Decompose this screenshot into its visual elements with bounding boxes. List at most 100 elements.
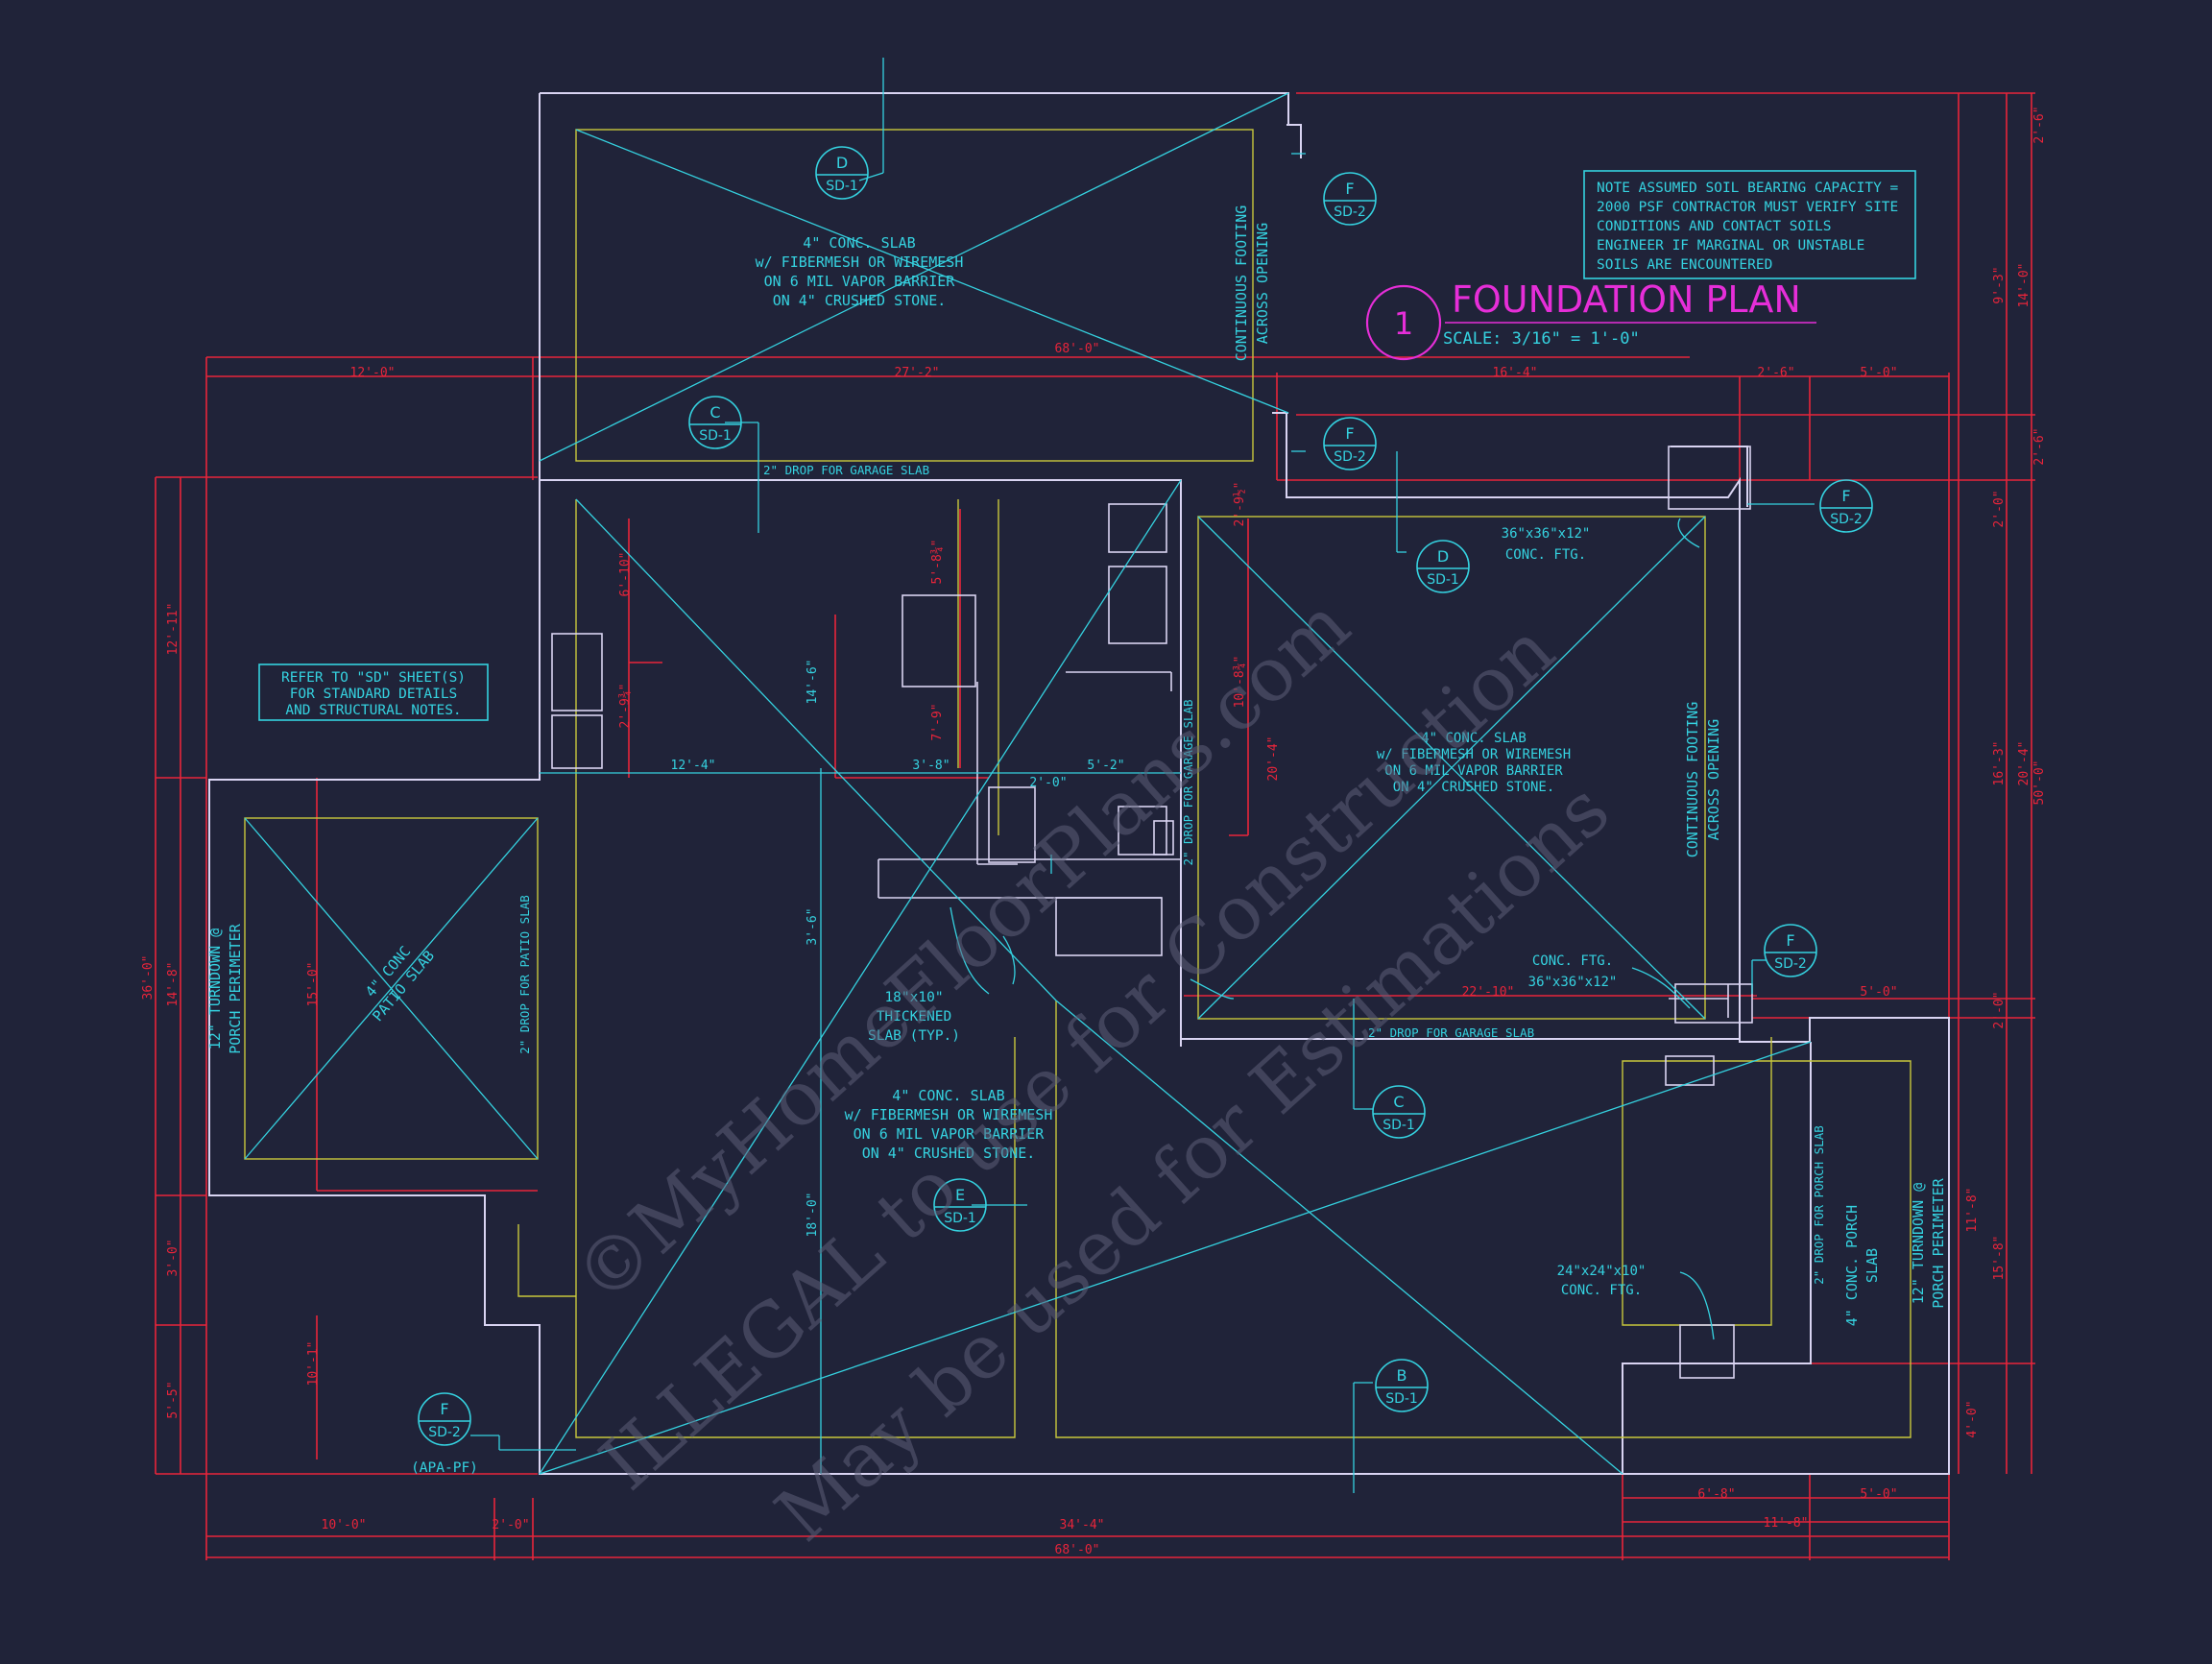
slab-note-top: 4" CONC. SLAB w/ FIBERMESH OR WIREMESH O… — [756, 234, 964, 309]
detail-tag-sheet: SD-2 — [1774, 956, 1807, 972]
detail-tag-letter: D — [1437, 547, 1449, 566]
dim-l-12-11: 12'-11" — [166, 603, 180, 656]
detail-tag-f-right: F SD-2 — [1819, 479, 1873, 533]
turndown-right-1: 12" TURNDOWN @ — [1910, 1183, 1927, 1304]
dim-bot-68-0: 68'-0" — [1055, 1543, 1100, 1557]
dim-bot-5-0: 5'-0" — [1860, 1487, 1897, 1502]
dim-in-3-6: 3'-6" — [805, 907, 820, 945]
dim-in-2-0: 2'-0" — [1029, 776, 1067, 790]
page-title: FOUNDATION PLAN — [1452, 278, 1801, 321]
detail-tag-letter: E — [955, 1186, 965, 1204]
dim-r-20-4: 20'-4" — [2017, 741, 2032, 786]
footing-lines — [244, 129, 1911, 1438]
dim-r-50-0: 50'-0" — [2032, 760, 2047, 806]
soil-note-line-5: SOILS ARE ENCOUNTERED — [1597, 257, 1772, 273]
dim-in-3-8: 3'-8" — [912, 759, 950, 773]
slab-note-bottom: 4" CONC. SLAB w/ FIBERMESH OR WIREMESH O… — [845, 1087, 1053, 1162]
detail-tag-letter: F — [1841, 487, 1850, 505]
dim-bot-11-8: 11'-8" — [1764, 1516, 1809, 1531]
dim-r-14-0: 14'-0" — [2017, 263, 2032, 308]
dim-in-2-9: 2'-9¾" — [618, 684, 633, 729]
plan-labels: 2" DROP FOR GARAGE SLAB 2" DROP FOR GARA… — [411, 463, 1646, 1476]
dim-in-20-4: 20'-4" — [1266, 736, 1281, 782]
detail-tags: D SD-1 F SD-2 C SD-1 F SD-2 F SD-2 D SD-… — [418, 146, 1873, 1446]
dim-bot-34-4: 34'-4" — [1060, 1518, 1105, 1532]
dim-in-6-10: 6'-10" — [618, 552, 633, 597]
garage-drop-label-vertical: 2" DROP FOR GARAGE SLAB — [1181, 699, 1195, 865]
ftg-36c-label: CONC. FTG. — [1532, 953, 1613, 969]
dim-l-14-8: 14'-8" — [166, 962, 180, 1007]
detail-tag-letter: B — [1397, 1366, 1407, 1385]
ftg-24-label: CONC. FTG. — [1561, 1283, 1642, 1298]
detail-tag-b: B SD-1 — [1375, 1359, 1429, 1412]
dim-r-9-3: 9'-3" — [1992, 266, 2007, 303]
dim-in-5-0: 5'-0" — [1860, 985, 1897, 1000]
slab-note-top-1: 4" CONC. SLAB — [803, 234, 915, 252]
dim-in-14-6: 14'-6" — [805, 660, 820, 705]
dim-in-5-8: 5'-8¾" — [930, 540, 945, 585]
detail-tag-sheet: SD-2 — [1334, 205, 1366, 220]
detail-tag-d-top: D SD-1 — [815, 146, 869, 200]
sd-sheet-note: REFER TO "SD" SHEET(S) FOR STANDARD DETA… — [258, 663, 489, 721]
scale-label: SCALE: 3/16" = 1'-0" — [1443, 329, 1640, 349]
detail-tag-sheet: SD-1 — [944, 1211, 976, 1226]
interior-partitions — [551, 446, 1753, 1379]
dim-r-16-3: 16'-3" — [1992, 741, 2007, 786]
dim-top-2-6: 2'-6" — [1757, 366, 1794, 380]
dim-in-5-2: 5'-2" — [1087, 759, 1124, 773]
garage-drop-label-bottom: 2" DROP FOR GARAGE SLAB — [1368, 1025, 1534, 1040]
detail-tag-c-lower: C SD-1 — [1372, 1085, 1426, 1139]
slab-note-bottom-3: ON 6 MIL VAPOR BARRIER — [854, 1125, 1046, 1143]
dim-bot-10-0: 10'-0" — [322, 1518, 367, 1532]
dim-top-16-4: 16'-4" — [1493, 366, 1538, 380]
dim-r-2-0b: 2'-0" — [1992, 991, 2007, 1028]
porch-slab-1: 4" CONC. PORCH — [1843, 1205, 1861, 1326]
slab-note-right-4: ON 4" CRUSHED STONE. — [1393, 780, 1555, 795]
soil-bearing-note: NOTE ASSUMED SOIL BEARING CAPACITY = 200… — [1583, 170, 1916, 279]
slab-note-top-2: w/ FIBERMESH OR WIREMESH — [756, 253, 964, 271]
porch-slab-2: SLAB — [1863, 1248, 1881, 1283]
dimension-text-vertical: 2'-6" 9'-3" 14'-0" 2'-6" 2'-0" 16'-3" 20… — [141, 106, 2047, 1437]
slab-note-bottom-2: w/ FIBERMESH OR WIREMESH — [845, 1106, 1053, 1123]
dim-top-5-0: 5'-0" — [1860, 366, 1897, 380]
ftg-36-label: CONC. FTG. — [1505, 547, 1586, 563]
detail-tag-sheet: SD-2 — [1830, 512, 1863, 527]
turndown-left-2: PORCH PERIMETER — [227, 923, 244, 1053]
detail-tag-letter: F — [1345, 180, 1354, 198]
dim-in-15-0: 15'-0" — [306, 962, 321, 1007]
slab-note-top-3: ON 6 MIL VAPOR BARRIER — [764, 273, 956, 290]
slab-note-right-2: w/ FIBERMESH OR WIREMESH — [1377, 747, 1571, 762]
soil-note-line-2: 2000 PSF CONTRACTOR MUST VERIFY SITE — [1597, 200, 1898, 215]
turndown-left-1: 12" TURNDOWN @ — [206, 928, 224, 1049]
detail-tag-letter: F — [1345, 424, 1354, 443]
title-number-circle — [1365, 284, 1442, 361]
dim-bot-6-8: 6'-8" — [1697, 1487, 1735, 1502]
detail-tag-f-mid: F SD-2 — [1323, 417, 1377, 470]
continuous-footing-top-2: ACROSS OPENING — [1254, 223, 1271, 344]
dimension-text: 12'-0" 27'-2" 68'-0" 16'-4" 2'-6" 5'-0" … — [322, 342, 1898, 1557]
ftg-24-size: 24"x24"x10" — [1557, 1264, 1647, 1279]
slab-note-bottom-4: ON 4" CRUSHED STONE. — [862, 1145, 1036, 1162]
title-block: 1 FOUNDATION PLAN SCALE: 3/16" = 1'-0" — [1365, 278, 1816, 361]
dim-in-7-9: 7'-9" — [930, 703, 945, 740]
detail-tag-f-lower: F SD-2 — [1764, 924, 1817, 977]
soil-note-line-1: NOTE ASSUMED SOIL BEARING CAPACITY = — [1597, 181, 1899, 196]
detail-tag-letter: F — [440, 1400, 448, 1418]
ftg-36-size: 36"x36"x12" — [1502, 526, 1591, 542]
slab-note-bottom-1: 4" CONC. SLAB — [892, 1087, 1004, 1104]
title-number: 1 — [1394, 305, 1413, 342]
thickened-slab-2: THICKENED — [877, 1009, 952, 1025]
detail-tag-f-top: F SD-2 — [1323, 172, 1377, 226]
sd-note-line-3: AND STRUCTURAL NOTES. — [285, 703, 461, 718]
slab-note-right-3: ON 6 MIL VAPOR BARRIER — [1384, 763, 1563, 779]
sd-note-line-1: REFER TO "SD" SHEET(S) — [281, 670, 466, 686]
dim-r-15-8: 15'-8" — [1992, 1236, 2007, 1281]
continuous-footing-right-1: CONTINUOUS FOOTING — [1684, 702, 1701, 858]
detail-tag-sheet: SD-1 — [699, 428, 732, 444]
detail-tag-sheet: SD-2 — [428, 1425, 461, 1440]
slab-note-right: 4" CONC. SLAB w/ FIBERMESH OR WIREMESH O… — [1377, 731, 1571, 795]
continuous-footing-right-2: ACROSS OPENING — [1705, 719, 1722, 840]
dim-r-4-0: 4'-0" — [1965, 1400, 1980, 1437]
detail-tag-f-bottom: F SD-2 — [418, 1392, 471, 1446]
